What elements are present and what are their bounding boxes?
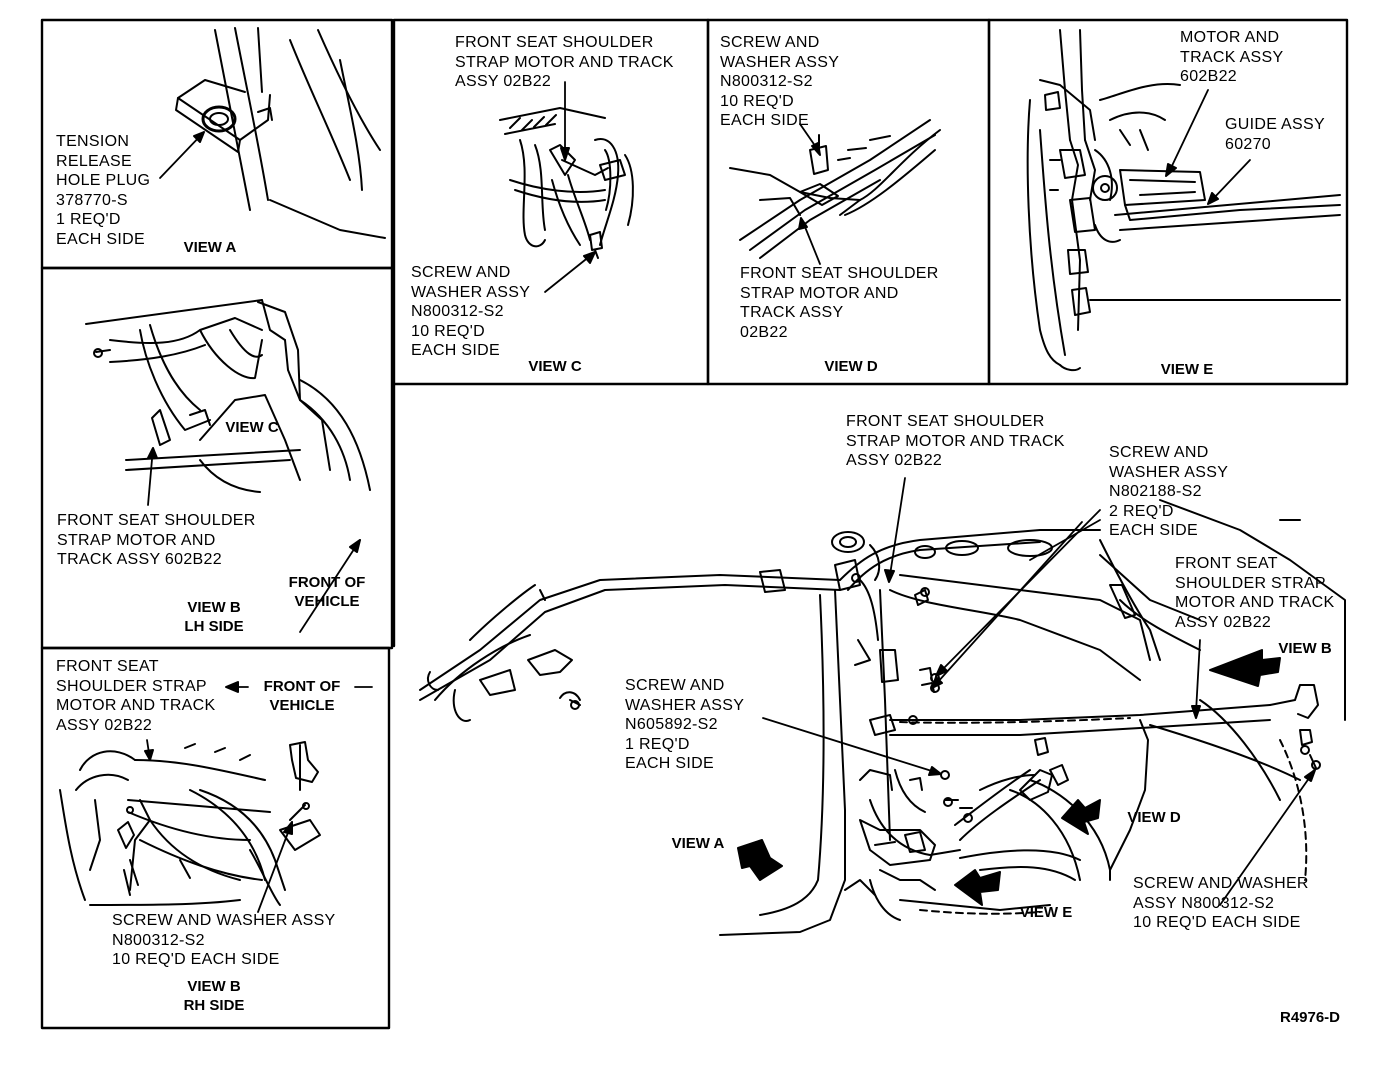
view-b-lh-title: VIEW B LH SIDE <box>184 599 244 635</box>
view-e-title: VIEW E <box>1160 361 1214 378</box>
main-view-d-label: VIEW D <box>1127 809 1181 826</box>
main-motor-top-label: FRONT SEAT SHOULDER STRAP MOTOR AND TRAC… <box>846 413 1065 469</box>
view-c-illustration <box>499 81 634 293</box>
tension-release-plug-label: TENSION RELEASE HOLE PLUG 378770-S 1 REQ… <box>56 133 151 248</box>
view-b-rh-title: VIEW B RH SIDE <box>183 978 245 1014</box>
view-a-title: VIEW A <box>183 239 237 256</box>
view-b-rh-illustration <box>59 681 373 913</box>
view-c-title: VIEW C <box>528 358 582 375</box>
view-c-screw-label: SCREW AND WASHER ASSY N800312-S2 10 REQ'… <box>411 264 531 359</box>
main-screw-bottom-label: SCREW AND WASHER ASSY N800312-S2 10 REQ'… <box>1133 875 1309 931</box>
view-d-screw-label: SCREW AND WASHER ASSY N800312-S2 10 REQ'… <box>720 34 840 129</box>
main-view-e-label: VIEW E <box>1019 904 1073 921</box>
panel-frames <box>40 18 1349 1030</box>
view-e-illustration <box>1026 29 1341 372</box>
view-b-lh-motor-label: FRONT SEAT SHOULDER STRAP MOTOR AND TRAC… <box>57 512 256 568</box>
main-motor-right-label: FRONT SEAT SHOULDER STRAP MOTOR AND TRAC… <box>1175 555 1335 631</box>
main-view-illustration <box>419 477 1346 936</box>
view-b-lh-front-label: FRONT OF VEHICLE <box>288 574 366 610</box>
view-b-rh-screw-label: SCREW AND WASHER ASSY N800312-S2 10 REQ'… <box>112 912 336 968</box>
view-e-motor-label: MOTOR AND TRACK ASSY 602B22 <box>1180 29 1284 85</box>
figure-code: R4976-D <box>1279 1009 1341 1026</box>
view-b-rh-front-label: FRONT OF VEHICLE <box>263 678 341 714</box>
view-b-rh-motor-label: FRONT SEAT SHOULDER STRAP MOTOR AND TRAC… <box>56 658 216 734</box>
main-screw-mid-label: SCREW AND WASHER ASSY N605892-S2 1 REQ'D… <box>625 677 745 772</box>
view-a-illustration <box>159 27 386 239</box>
view-d-motor-label: FRONT SEAT SHOULDER STRAP MOTOR AND TRAC… <box>740 265 939 341</box>
main-view-a-label: VIEW A <box>671 835 725 852</box>
view-d-title: VIEW D <box>824 358 878 375</box>
view-e-guide-label: GUIDE ASSY 60270 <box>1225 116 1325 153</box>
view-d-illustration <box>729 119 941 265</box>
view-c-motor-label: FRONT SEAT SHOULDER STRAP MOTOR AND TRAC… <box>455 34 674 90</box>
view-b-lh-inner-view-label: VIEW C <box>225 419 279 436</box>
main-screw-top-label: SCREW AND WASHER ASSY N802188-S2 2 REQ'D… <box>1109 444 1229 539</box>
view-b-lh-illustration <box>85 299 371 633</box>
main-view-b-label: VIEW B <box>1278 640 1332 657</box>
